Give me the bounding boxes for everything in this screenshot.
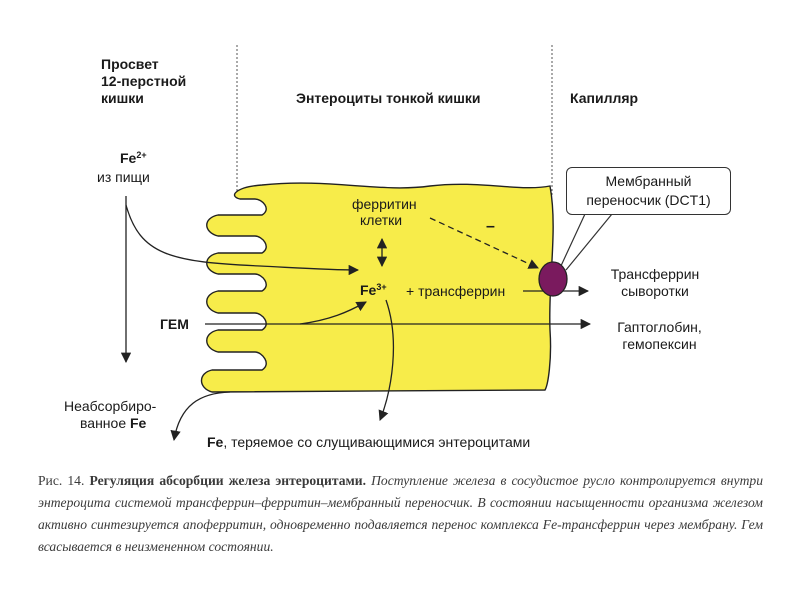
- fe3-transferrin: + трансферрин: [406, 283, 506, 299]
- caption-number: Рис. 14.: [38, 473, 85, 488]
- fe-food-symbol: Fe2+: [120, 150, 147, 166]
- shed-fe-symbol: Fe: [207, 434, 224, 450]
- caption-title: Регуляция абсорбции железа энтероцитами.: [89, 473, 366, 488]
- arrow-fe-into-cell: [125, 204, 360, 276]
- transporter-line1: Мембранный: [605, 173, 692, 189]
- transporter-line2: переносчик (DCT1): [586, 192, 711, 208]
- ferritin-label-line1: ферритин: [352, 196, 417, 212]
- haptoglobin-line2: гемопексин: [622, 336, 697, 352]
- heme-label: ГЕМ: [160, 316, 189, 332]
- unabsorbed-line1: Неабсорбиро-: [64, 398, 157, 414]
- fe-food-charge: 2+: [136, 150, 147, 160]
- caption-body: Поступление железа в сосудистое русло ко…: [38, 473, 763, 554]
- arrow-heme-to-fe3: [299, 301, 367, 325]
- arrow-fe-shed: [378, 299, 394, 421]
- transporter-callout-box: Мембранный переносчик (DCT1): [566, 167, 731, 215]
- fe3-charge: 3+: [376, 282, 387, 292]
- shed-fe-label: Fe, теряемое со слущивающимися энтероцит…: [207, 434, 531, 450]
- ferritin-label-line2: клетки: [360, 212, 403, 228]
- lumen-label-line2: 12-перстной: [101, 73, 187, 89]
- haptoglobin-line1: Гаптоглобин,: [617, 319, 702, 335]
- enterocyte-cell: [200, 182, 554, 393]
- fe3-symbol: Fe3+: [360, 282, 387, 298]
- capillary-header: Капилляр: [570, 90, 639, 106]
- unabsorbed-line2: ванное Fe: [80, 415, 147, 431]
- serum-transferrin-line2: сыворотки: [621, 283, 689, 299]
- transporter-callout-line: [559, 213, 613, 271]
- enterocytes-header: Энтероциты тонкой кишки: [296, 90, 481, 106]
- figure-caption: Рис. 14. Регуляция абсорбции железа энте…: [38, 470, 763, 558]
- serum-transferrin-line1: Трансферрин: [610, 266, 700, 282]
- fe-food-text: из пищи: [97, 169, 150, 185]
- transporter-dct1: [538, 261, 568, 297]
- unabsorbed-fe: Fe: [130, 415, 147, 431]
- arrow-unabsorbed: [170, 391, 231, 442]
- lumen-label-line1: Просвет: [101, 56, 159, 72]
- minus-sign: –: [486, 218, 495, 235]
- lumen-label-line3: кишки: [101, 90, 144, 106]
